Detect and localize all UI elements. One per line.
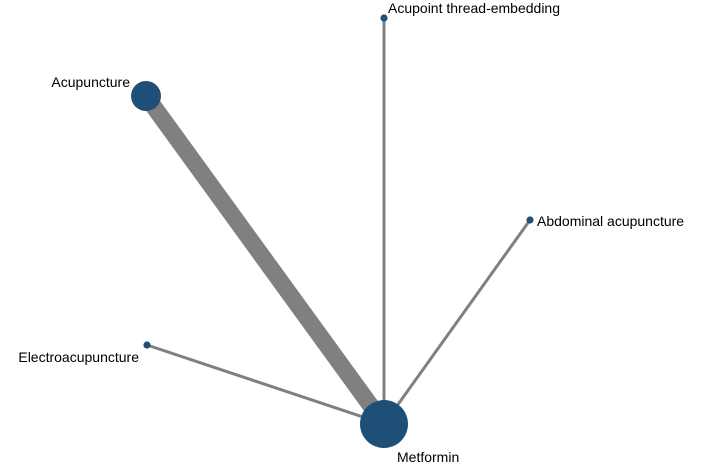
label-electroacupuncture: Electroacupuncture xyxy=(18,349,139,365)
node-metformin xyxy=(360,400,408,448)
node-acupuncture xyxy=(131,81,161,111)
node-abdominal-acupuncture xyxy=(526,216,534,224)
node-layer xyxy=(131,14,534,448)
label-acupoint-thread-embedding: Acupoint thread-embedding xyxy=(388,0,560,16)
edge-acupuncture-metformin xyxy=(139,91,391,429)
label-abdominal-acupuncture: Abdominal acupuncture xyxy=(537,213,684,229)
node-electroacupuncture xyxy=(143,341,151,349)
edge-abdominal-acupuncture-metformin xyxy=(382,219,532,425)
label-metformin: Metformin xyxy=(397,449,459,463)
edge-layer xyxy=(139,18,532,429)
edge-electroacupuncture-metformin xyxy=(146,343,385,426)
node-acupoint-thread-embedding xyxy=(380,14,388,22)
label-acupuncture: Acupuncture xyxy=(51,74,130,90)
label-layer: Metformin Acupuncture Acupoint thread-em… xyxy=(18,0,684,463)
